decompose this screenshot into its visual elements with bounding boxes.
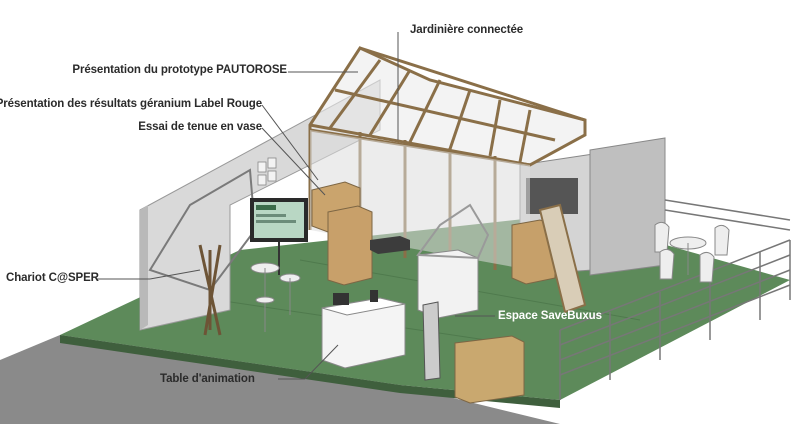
wall-poster xyxy=(257,161,267,173)
label-savebuxus: Espace SaveBuxus xyxy=(498,310,602,322)
display-house-frame xyxy=(416,203,490,260)
stand-panel xyxy=(422,301,441,381)
label-vase: Essai de tenue en vase xyxy=(138,121,262,133)
device xyxy=(370,290,378,302)
laptop xyxy=(333,293,349,305)
animation-table-top xyxy=(321,297,406,316)
wall-poster xyxy=(267,157,277,169)
leader-lines xyxy=(96,32,495,380)
right-fence xyxy=(559,199,791,400)
wall-poster xyxy=(267,170,277,182)
leaning-panel xyxy=(538,203,587,314)
label-pautorose: Présentation du prototype PAUTOROSE xyxy=(72,64,287,76)
display-case xyxy=(417,249,479,319)
left-wall-side xyxy=(140,205,148,330)
label-jardiniere: Jardinière connectée xyxy=(410,24,524,36)
crate xyxy=(511,219,556,285)
bar-tables xyxy=(250,262,301,332)
label-table: Table d'animation xyxy=(160,373,255,385)
wall-poster xyxy=(257,174,267,186)
chariot-casper xyxy=(198,244,222,336)
connected-planter xyxy=(370,236,410,254)
label-chariot: Chariot C@SPER xyxy=(6,272,99,284)
crate xyxy=(454,335,525,404)
floor-edge xyxy=(60,335,560,408)
tv-display xyxy=(250,198,308,275)
crate-tall xyxy=(327,205,373,286)
terrace-table xyxy=(654,221,730,283)
back-room-side xyxy=(589,137,666,276)
label-geranium: Présentation des résultats géranium Labe… xyxy=(0,98,262,110)
